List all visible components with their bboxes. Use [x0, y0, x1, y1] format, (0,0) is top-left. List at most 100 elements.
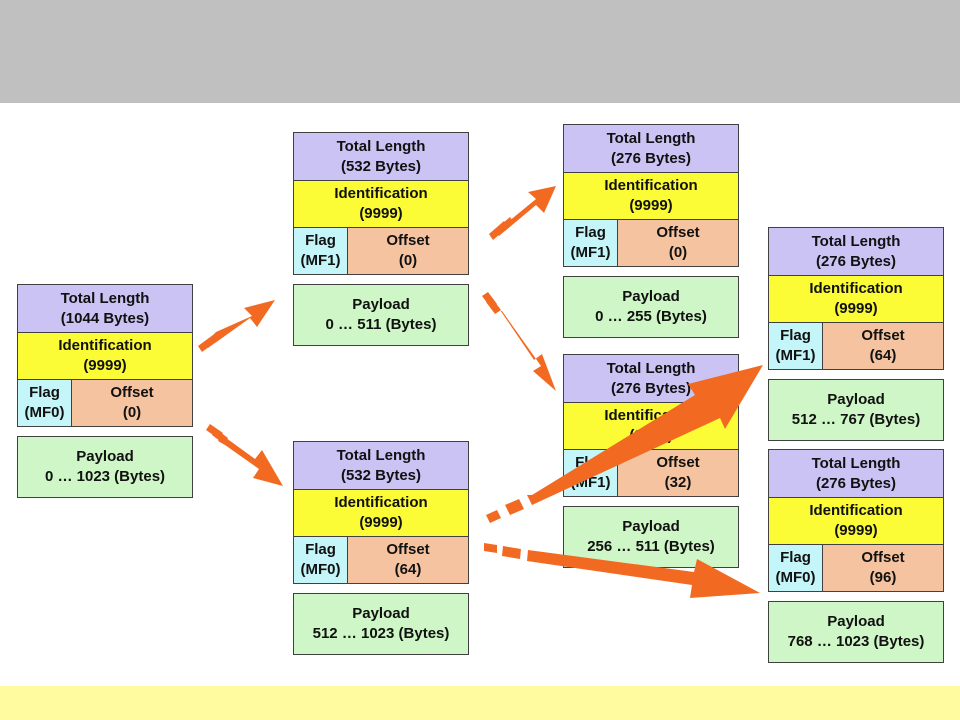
flag-value: (MF0)	[300, 561, 341, 578]
payload-range: 256 … 511 (Bytes)	[587, 538, 715, 555]
flag-label: Flag	[29, 384, 60, 401]
packet-header: Total Length (276 Bytes) Identification …	[768, 227, 944, 370]
identification-value: (9999)	[629, 197, 673, 214]
packet-fragment-1: Total Length (532 Bytes) Identification …	[293, 132, 469, 346]
packet-header: Total Length (532 Bytes) Identification …	[293, 132, 469, 275]
total-length-field: Total Length (276 Bytes)	[769, 228, 943, 275]
total-length-value: (276 Bytes)	[610, 149, 692, 167]
payload-range: 0 … 511 (Bytes)	[325, 316, 437, 333]
flag-value: (MF1)	[775, 347, 816, 364]
total-length-field: Total Length (276 Bytes)	[564, 355, 738, 402]
offset-value: (0)	[398, 252, 418, 269]
identification-field: Identification (9999)	[294, 180, 468, 227]
identification-label: Identification	[809, 502, 903, 519]
flag-label: Flag	[780, 327, 811, 344]
flag-value: (MF1)	[570, 244, 611, 261]
payload-box: Payload 512 … 1023 (Bytes)	[293, 593, 469, 655]
offset-field: Offset (64)	[348, 537, 468, 583]
payload-range: 0 … 1023 (Bytes)	[44, 468, 166, 485]
identification-label: Identification	[604, 177, 698, 194]
flag-offset-row: Flag (MF1) Offset (32)	[564, 449, 738, 496]
flag-label: Flag	[780, 549, 811, 566]
identification-value: (9999)	[629, 427, 673, 444]
total-length-label: Total Length	[811, 232, 901, 250]
payload-box: Payload 768 … 1023 (Bytes)	[768, 601, 944, 663]
flag-label: Flag	[575, 454, 606, 471]
offset-value: (0)	[122, 404, 142, 421]
flag-value: (MF1)	[570, 474, 611, 491]
flag-label: Flag	[305, 232, 336, 249]
flag-field: Flag (MF1)	[564, 220, 618, 266]
offset-field: Offset (0)	[618, 220, 738, 266]
offset-label: Offset	[656, 224, 700, 241]
offset-value: (96)	[869, 569, 897, 586]
total-length-field: Total Length (276 Bytes)	[769, 450, 943, 497]
identification-value: (9999)	[359, 514, 403, 531]
packet-fragment-1b: Total Length (276 Bytes) Identification …	[563, 354, 739, 568]
identification-label: Identification	[809, 280, 903, 297]
payload-label: Payload	[622, 288, 680, 305]
offset-label: Offset	[861, 327, 905, 344]
total-length-value: (1044 Bytes)	[60, 309, 150, 327]
identification-value: (9999)	[359, 205, 403, 222]
total-length-field: Total Length (532 Bytes)	[294, 442, 468, 489]
packet-header: Total Length (532 Bytes) Identification …	[293, 441, 469, 584]
payload-range: 512 … 1023 (Bytes)	[312, 625, 450, 642]
offset-field: Offset (64)	[823, 323, 943, 369]
payload-box: Payload 256 … 511 (Bytes)	[563, 506, 739, 568]
total-length-value: (276 Bytes)	[815, 474, 897, 492]
identification-value: (9999)	[834, 300, 878, 317]
total-length-label: Total Length	[606, 129, 696, 147]
flag-offset-row: Flag (MF1) Offset (64)	[769, 322, 943, 369]
arrow-original-to-fragment-1	[198, 300, 275, 352]
flag-value: (MF0)	[775, 569, 816, 586]
flag-offset-row: Flag (MF0) Offset (96)	[769, 544, 943, 591]
payload-box: Payload 0 … 1023 (Bytes)	[17, 436, 193, 498]
identification-value: (9999)	[834, 522, 878, 539]
flag-offset-row: Flag (MF0) Offset (64)	[294, 536, 468, 583]
offset-field: Offset (0)	[72, 380, 192, 426]
offset-value: (64)	[869, 347, 897, 364]
packet-header: Total Length (276 Bytes) Identification …	[563, 354, 739, 497]
offset-label: Offset	[110, 384, 154, 401]
total-length-field: Total Length (532 Bytes)	[294, 133, 468, 180]
total-length-value: (276 Bytes)	[815, 252, 897, 270]
payload-box: Payload 0 … 511 (Bytes)	[293, 284, 469, 346]
offset-value: (32)	[664, 474, 692, 491]
total-length-label: Total Length	[336, 446, 426, 464]
payload-range: 0 … 255 (Bytes)	[595, 308, 707, 325]
offset-field: Offset (0)	[348, 228, 468, 274]
total-length-value: (532 Bytes)	[340, 466, 422, 484]
packet-header: Total Length (1044 Bytes) Identification…	[17, 284, 193, 427]
packet-original: Total Length (1044 Bytes) Identification…	[17, 284, 193, 498]
offset-field: Offset (96)	[823, 545, 943, 591]
arrow-fragment-1-to-fragment-1b	[482, 292, 556, 391]
flag-field: Flag (MF1)	[294, 228, 348, 274]
total-length-label: Total Length	[60, 289, 150, 307]
identification-field: Identification (9999)	[18, 332, 192, 379]
total-length-label: Total Length	[606, 359, 696, 377]
flag-label: Flag	[575, 224, 606, 241]
offset-label: Offset	[386, 232, 430, 249]
identification-label: Identification	[334, 494, 428, 511]
total-length-field: Total Length (1044 Bytes)	[18, 285, 192, 332]
top-title-band	[0, 0, 960, 103]
packet-fragment-2a: Total Length (276 Bytes) Identification …	[768, 227, 944, 441]
total-length-label: Total Length	[811, 454, 901, 472]
flag-value: (MF1)	[300, 252, 341, 269]
total-length-label: Total Length	[336, 137, 426, 155]
payload-box: Payload 0 … 255 (Bytes)	[563, 276, 739, 338]
identification-field: Identification (9999)	[769, 497, 943, 544]
flag-offset-row: Flag (MF0) Offset (0)	[18, 379, 192, 426]
offset-label: Offset	[656, 454, 700, 471]
flag-field: Flag (MF0)	[18, 380, 72, 426]
fragmentation-diagram: Total Length (1044 Bytes) Identification…	[0, 103, 960, 686]
identification-field: Identification (9999)	[564, 402, 738, 449]
offset-field: Offset (32)	[618, 450, 738, 496]
offset-label: Offset	[386, 541, 430, 558]
identification-label: Identification	[58, 337, 152, 354]
packet-header: Total Length (276 Bytes) Identification …	[768, 449, 944, 592]
arrow-fragment-1-to-fragment-1a	[489, 186, 556, 240]
payload-label: Payload	[827, 613, 885, 630]
payload-box: Payload 512 … 767 (Bytes)	[768, 379, 944, 441]
